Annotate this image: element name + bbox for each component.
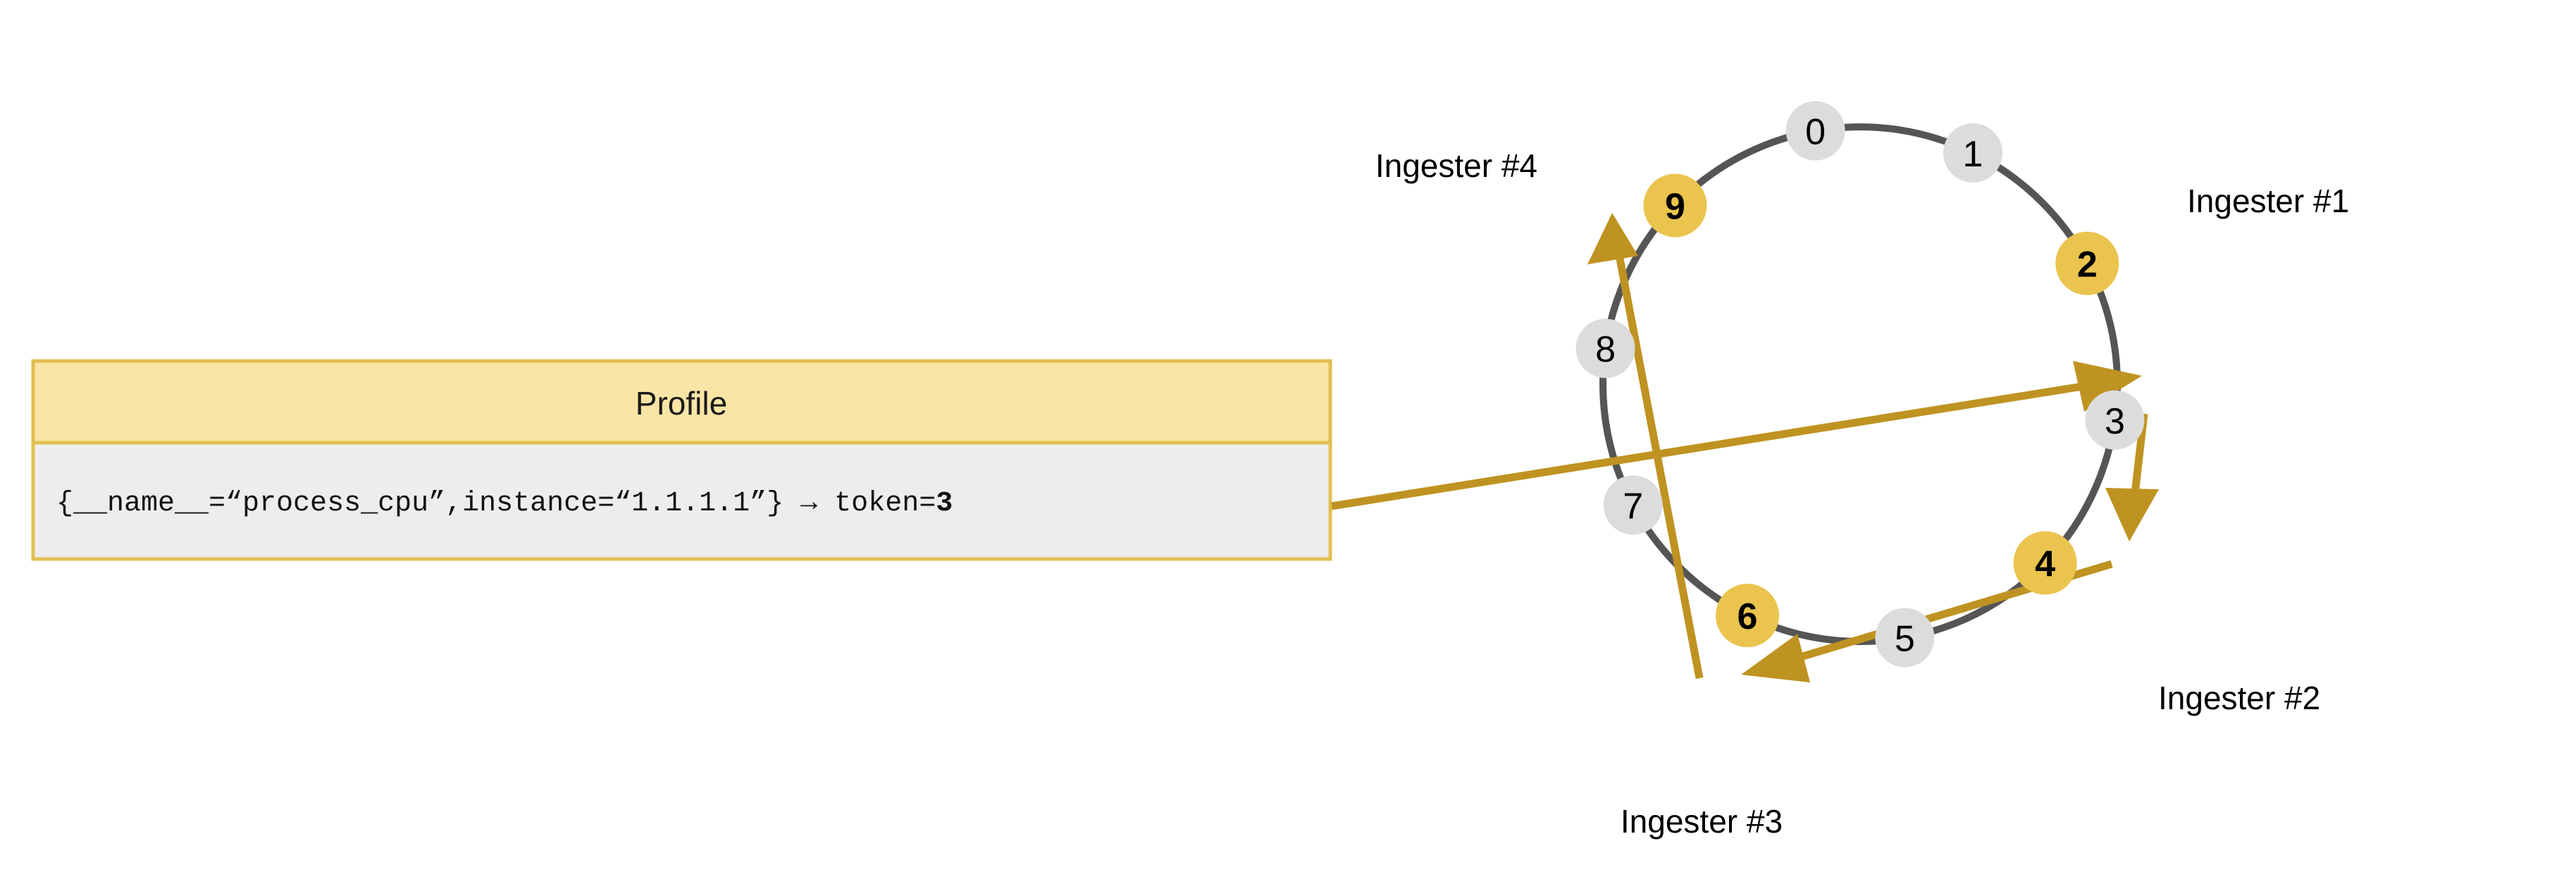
profile-card: Profile {__name__=“process_cpu”,instance…: [31, 359, 1332, 561]
token-node-1-shape: [1943, 123, 2003, 183]
profile-code-prefix: {__name__=“process_cpu”,instance=“1.1.1.…: [56, 488, 936, 520]
token-node-7[interactable]: 7: [1603, 475, 1663, 535]
token-node-4-shape: [2013, 531, 2077, 595]
profile-card-header: [31, 359, 1332, 445]
token-node-6-label: 6: [1738, 596, 1758, 637]
token-node-6-shape: [1715, 584, 1779, 648]
token-node-5[interactable]: 5: [1875, 608, 1935, 668]
token-node-2-label: 2: [2077, 245, 2098, 286]
profile-code-line: {__name__=“process_cpu”,instance=“1.1.1.…: [56, 488, 953, 520]
token-node-1[interactable]: 1: [1943, 123, 2003, 183]
token-node-2-shape: [2055, 231, 2119, 295]
token-node-7-shape: [1603, 475, 1663, 535]
token-node-3[interactable]: 3: [2085, 390, 2145, 450]
token-node-4[interactable]: 4: [2013, 531, 2077, 595]
token-node-8-shape: [1575, 319, 1635, 379]
token-node-9-shape: [1643, 173, 1707, 238]
token-node-1-label: 1: [1963, 134, 1983, 175]
token-node-5-shape: [1875, 608, 1935, 668]
ingester-4-label: Ingester #4: [1375, 147, 1537, 184]
token-node-0[interactable]: 0: [1785, 101, 1845, 161]
token-node-3-label: 3: [2105, 401, 2125, 442]
token-node-2[interactable]: 2: [2055, 231, 2119, 295]
flow-profile-to-token-3: [1331, 361, 2142, 510]
token-node-0-shape: [1785, 101, 1845, 161]
token-node-0-label: 0: [1805, 112, 1826, 153]
token-node-8-label: 8: [1595, 329, 1616, 370]
token-node-9[interactable]: 9: [1643, 173, 1707, 238]
profile-card-title: Profile: [636, 385, 727, 422]
token-node-3-shape: [2085, 390, 2145, 450]
token-node-8[interactable]: 8: [1575, 319, 1635, 379]
flow-token-6-to-token-9: [1587, 213, 1704, 680]
ingester-1-label: Ingester #1: [2187, 183, 2349, 219]
flow-profile-to-token-3-line: [1331, 380, 2097, 510]
profile-card-body: [31, 441, 1332, 561]
ingester-label-layer: Ingester #1 Ingester #2 Ingester #3 Ingeste…: [1375, 147, 2349, 840]
flow-token-4-to-token-6-arrowhead: [1741, 634, 1810, 682]
token-node-4-label: 4: [2035, 544, 2055, 585]
ingester-2-label: Ingester #2: [2158, 680, 2320, 716]
token-node-6[interactable]: 6: [1715, 584, 1779, 648]
flow-profile-to-token-3-arrowhead: [2073, 361, 2142, 412]
token-node-layer: 0 1 2 3 4 5 6 7 8 9: [1575, 101, 2145, 668]
token-node-7-label: 7: [1623, 486, 1643, 527]
flow-token-6-to-token-9-line: [1616, 257, 1704, 680]
flow-token-3-to-token-4-arrowhead: [2105, 488, 2159, 541]
token-node-5-label: 5: [1895, 618, 1915, 659]
profile-code-token: 3: [936, 488, 953, 520]
flow-token-6-to-token-9-arrowhead: [1587, 213, 1638, 264]
token-node-9-label: 9: [1665, 186, 1685, 227]
ingester-3-label: Ingester #3: [1621, 803, 1783, 840]
